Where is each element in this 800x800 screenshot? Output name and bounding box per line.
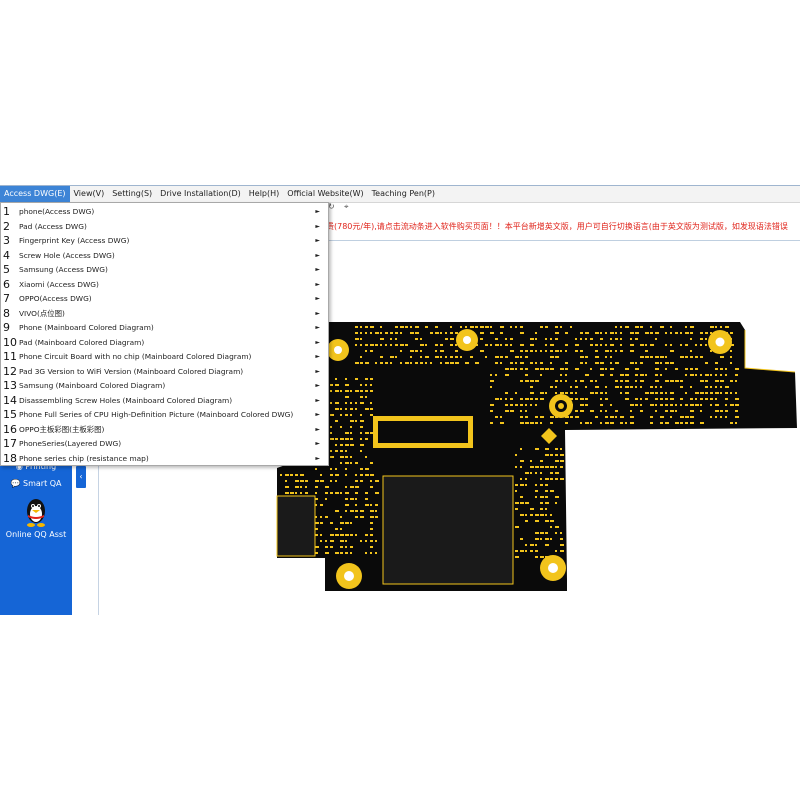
pin-icon[interactable]: ⌖ [344,202,349,211]
item-number: 5 [3,263,10,276]
sidebar-item-label: Online QQ Asst [5,530,67,539]
sidebar: ◉ Printing 💬 Smart QA Online QQ Asst [0,452,72,615]
item-label: Fingerprint Key (Access DWG) [19,236,130,245]
menu-item-oppo-mainboard[interactable]: 16 OPPO主板彩图(主板彩图) ► [1,422,328,437]
submenu-arrow-icon: ► [315,396,320,404]
item-number: 4 [3,248,10,262]
sidebar-item-smart-qa[interactable]: 💬 Smart QA [0,479,72,488]
submenu-arrow-icon: ► [315,425,320,433]
item-number: 2 [3,219,10,233]
submenu-arrow-icon: ► [315,411,320,418]
menu-setting[interactable]: Setting(S) [112,189,153,198]
item-label: PhoneSeries(Layered DWG) [19,439,122,448]
submenu-arrow-icon: ► [315,324,320,331]
menu-item-oppo-access-dwg[interactable]: 7 OPPO(Access DWG) ► [1,291,328,306]
item-label: Samsung (Access DWG) [19,265,108,274]
item-label: Samsung (Mainboard Colored Diagram) [19,381,166,390]
mainboard-diagram[interactable] [275,318,800,593]
collapse-sidebar-button[interactable]: ‹ [76,466,86,488]
menu-item-phone-mainboard[interactable]: 9 Phone (Mainboard Colored Diagram) ► [1,320,328,335]
submenu-arrow-icon: ► [315,353,320,360]
menu-item-samsung-access-dwg[interactable]: 5 Samsung (Access DWG) ► [1,262,328,277]
item-label: Phone Full Series of CPU High-Definition… [19,410,294,419]
submenu-arrow-icon: ► [315,237,320,244]
menu-teaching-pen[interactable]: Teaching Pen(P) [371,189,435,198]
menu-item-screw-hole[interactable]: 4 Screw Hole (Access DWG) ► [1,248,328,263]
item-label: Pad (Mainboard Colored Diagram) [19,337,145,347]
item-number: 3 [3,234,10,247]
item-number: 12 [3,364,17,378]
menu-item-phone-access-dwg[interactable]: 1 phone(Access DWG) ► [1,204,328,219]
menu-item-disassembling-screw-holes[interactable]: 14 Disassembling Screw Holes (Mainboard … [1,393,328,408]
qq-penguin-icon[interactable] [25,497,47,527]
item-number: 8 [3,306,10,320]
item-label: Phone Circuit Board with no chip (Mainbo… [19,352,252,361]
menu-official-website[interactable]: Official Website(W) [287,189,364,198]
item-number: 10 [3,335,17,349]
submenu-arrow-icon: ► [315,280,320,288]
toolbar: ↻ ⌖ [310,202,800,214]
item-label: Screw Hole (Access DWG) [19,250,115,260]
access-dwg-dropdown: 1 phone(Access DWG) ► 2 Pad (Access DWG)… [0,202,329,466]
item-label: OPPO主板彩图(主板彩图) [19,424,105,434]
submenu-arrow-icon: ► [315,295,320,302]
menu-item-phone-no-chip[interactable]: 11 Phone Circuit Board with no chip (Mai… [1,349,328,364]
menu-drive-installation[interactable]: Drive Installation(D) [160,189,241,198]
submenu-arrow-icon: ► [315,382,320,389]
item-number: 1 [3,205,10,218]
chat-icon: 💬 [10,479,21,488]
item-label: OPPO(Access DWG) [19,294,92,303]
item-number: 17 [3,437,17,450]
item-number: 18 [3,451,17,465]
menu-item-pad-3g-to-wifi[interactable]: 12 Pad 3G Version to WiFi Version (Mainb… [1,364,328,379]
menu-item-fingerprint-key[interactable]: 3 Fingerprint Key (Access DWG) ► [1,233,328,248]
submenu-arrow-icon: ► [315,309,320,317]
menu-view[interactable]: View(V) [73,189,105,198]
sidebar-item-online-qq[interactable]: Online QQ Asst [0,530,72,539]
submenu-arrow-icon: ► [315,338,320,346]
item-label: Phone (Mainboard Colored Diagram) [19,323,154,332]
menu-item-cpu-hd-picture[interactable]: 15 Phone Full Series of CPU High-Definit… [1,407,328,422]
scrolling-notice[interactable]: 续费(780元/年),请点击流动条进入软件购买页面！！本平台新增英文版，用户可自… [318,222,788,231]
menu-item-pad-access-dwg[interactable]: 2 Pad (Access DWG) ► [1,219,328,234]
submenu-arrow-icon: ► [315,222,320,230]
menu-item-pad-mainboard[interactable]: 10 Pad (Mainboard Colored Diagram) ► [1,335,328,350]
menu-item-phone-series-chip[interactable]: 18 Phone series chip (resistance map) ► [1,451,328,466]
submenu-arrow-icon: ► [315,251,320,259]
item-number: 13 [3,379,17,392]
item-number: 11 [3,350,17,363]
divider [100,240,800,241]
sidebar-item-printing[interactable]: ◉ Printing [0,462,72,471]
item-number: 14 [3,393,17,407]
submenu-arrow-icon: ► [315,454,320,462]
menu-access-dwg[interactable]: Access DWG(E) [0,186,70,202]
item-label: Pad (Access DWG) [19,221,87,231]
item-label: Disassembling Screw Holes (Mainboard Col… [19,395,233,405]
item-number: 9 [3,321,10,334]
menu-item-phone-series-layered[interactable]: 17 PhoneSeries(Layered DWG) ► [1,436,328,451]
submenu-arrow-icon: ► [315,440,320,447]
item-label: Xiaomi (Access DWG) [19,279,99,289]
menu-item-xiaomi-access-dwg[interactable]: 6 Xiaomi (Access DWG) ► [1,277,328,292]
window-top-border [0,185,800,186]
submenu-arrow-icon: ► [315,208,320,215]
menu-bar: Access DWG(E) View(V) Setting(S) Drive I… [0,186,800,203]
sidebar-item-label: Smart QA [23,479,62,488]
submenu-arrow-icon: ► [315,266,320,273]
item-number: 16 [3,422,17,436]
menu-item-vivo[interactable]: 8 VIVO(点位图) ► [1,306,328,321]
item-number: 15 [3,408,17,421]
item-label: VIVO(点位图) [19,308,65,318]
refresh-icon[interactable]: ↻ [328,202,335,211]
item-number: 6 [3,277,10,291]
sidebar-item-label: Printing [25,462,57,471]
printer-icon: ◉ [15,462,23,471]
item-label: Phone series chip (resistance map) [19,453,149,463]
item-number: 7 [3,292,10,305]
item-label: Pad 3G Version to WiFi Version (Mainboar… [19,366,244,376]
submenu-arrow-icon: ► [315,367,320,375]
item-label: phone(Access DWG) [19,207,95,216]
menu-help[interactable]: Help(H) [248,189,280,198]
menu-item-samsung-mainboard[interactable]: 13 Samsung (Mainboard Colored Diagram) ► [1,378,328,393]
